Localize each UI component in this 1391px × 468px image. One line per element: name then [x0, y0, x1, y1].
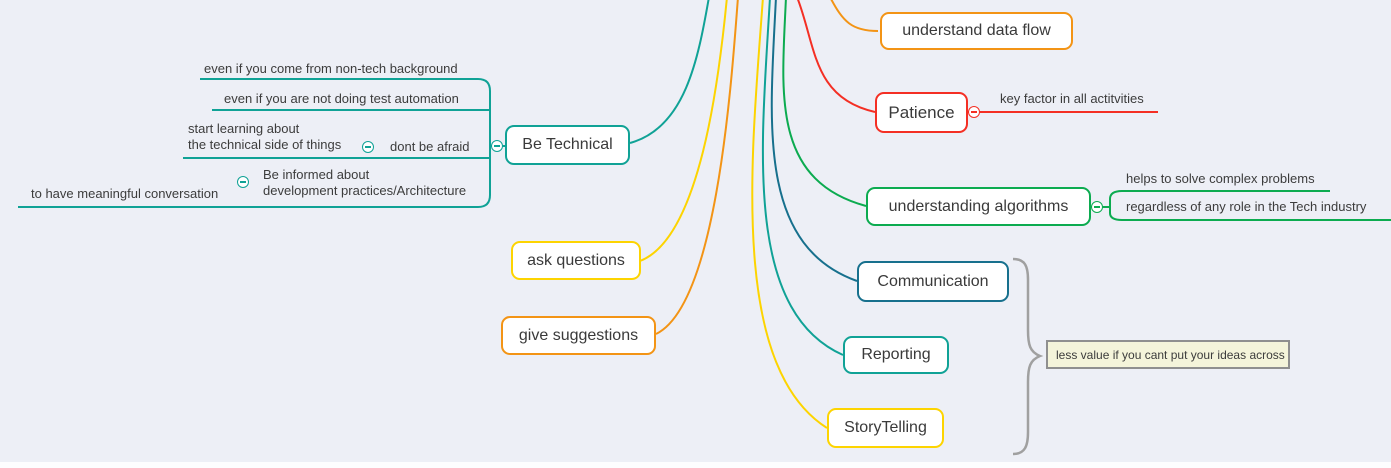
branch-curve-reporting — [761, 0, 844, 356]
subtopic-be-informed-line1: Be informed about — [263, 167, 370, 182]
collapse-icon[interactable] — [237, 176, 249, 188]
subtopic-non-tech-background[interactable]: even if you come from non-tech backgroun… — [204, 61, 458, 76]
branch-curve-understand-data-flow — [830, 0, 879, 32]
collapse-icon[interactable] — [968, 106, 980, 118]
branch-curve-be-technical — [629, 0, 710, 144]
branch-curve-understanding-algorithms — [782, 0, 867, 207]
topic-patience[interactable]: Patience — [875, 92, 968, 133]
topic-give-suggestions[interactable]: give suggestions — [501, 316, 656, 355]
summary-note[interactable]: less value if you cant put your ideas ac… — [1046, 340, 1290, 369]
branch-curve-ask-questions — [639, 0, 728, 262]
subtopic-dont-be-afraid[interactable]: dont be afraid — [390, 139, 470, 154]
branch-curve-storytelling — [751, 0, 828, 429]
subtopic-test-automation[interactable]: even if you are not doing test automatio… — [224, 91, 459, 106]
subtopic-start-learning-line2: the technical side of things — [188, 137, 342, 152]
topic-storytelling[interactable]: StoryTelling — [827, 408, 944, 448]
subtopic-key-factor[interactable]: key factor in all actitvities — [1000, 91, 1144, 106]
canvas-bottom-edge — [0, 462, 1391, 468]
subtopic-meaningful-conversation[interactable]: to have meaningful conversation — [31, 186, 219, 201]
topic-communication[interactable]: Communication — [857, 261, 1009, 302]
summary-brace[interactable] — [1012, 257, 1044, 456]
topic-ask-questions[interactable]: ask questions — [511, 241, 641, 280]
summary-note-text: less value if you cant put your ideas ac… — [1056, 347, 1285, 362]
branch-curve-communication — [770, 0, 858, 282]
subtopic-any-role[interactable]: regardless of any role in the Tech indus… — [1126, 199, 1367, 214]
collapse-icon[interactable] — [491, 140, 503, 152]
topic-reporting[interactable]: Reporting — [843, 336, 949, 374]
subtopic-start-learning[interactable]: start learning about the technical side … — [188, 121, 341, 153]
collapse-icon[interactable] — [1091, 201, 1103, 213]
branch-curve-give-suggestions — [655, 0, 739, 335]
topic-understand-data-flow[interactable]: understand data flow — [880, 12, 1073, 50]
be-technical-children-connector — [18, 78, 506, 208]
subtopic-start-learning-line1: start learning about — [188, 121, 300, 136]
topic-be-technical[interactable]: Be Technical — [505, 125, 630, 165]
subtopic-be-informed[interactable]: Be informed about development practices/… — [263, 167, 466, 199]
subtopic-be-informed-line2: development practices/Architecture — [263, 183, 467, 198]
topic-understanding-algorithms[interactable]: understanding algorithms — [866, 187, 1091, 226]
subtopic-complex-problems[interactable]: helps to solve complex problems — [1126, 171, 1315, 186]
collapse-icon[interactable] — [362, 141, 374, 153]
branch-curve-patience — [797, 0, 876, 113]
